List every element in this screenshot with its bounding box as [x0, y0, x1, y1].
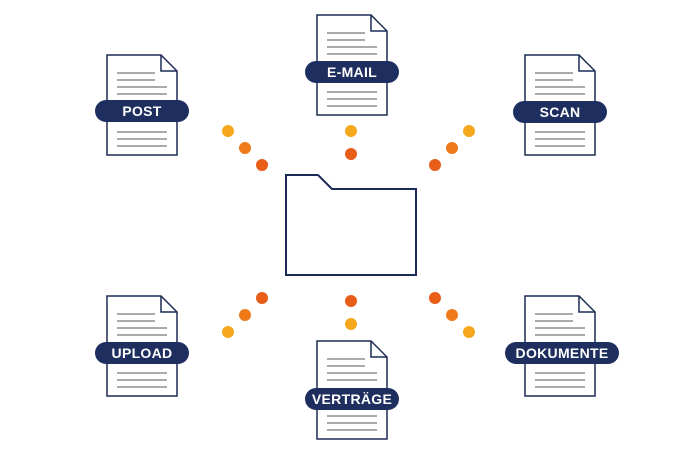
connector-bottom-right: [429, 292, 475, 338]
connector-dot: [429, 292, 441, 304]
source-vertraege: VERTRÄGE: [305, 340, 399, 440]
connector-dot: [345, 295, 357, 307]
label-pill-vertraege: VERTRÄGE: [305, 388, 399, 410]
connector-dot: [256, 159, 268, 171]
connector-top: [345, 125, 357, 160]
connector-dot: [345, 125, 357, 137]
connector-dot: [446, 309, 458, 321]
source-email: E-MAIL: [305, 14, 399, 116]
connector-dot: [239, 142, 251, 154]
connector-bottom-left: [222, 292, 268, 338]
connector-dot: [463, 125, 475, 137]
connector-dot: [345, 318, 357, 330]
label-email: E-MAIL: [327, 64, 377, 80]
connector-top-right: [429, 125, 475, 171]
label-scan: SCAN: [540, 104, 581, 120]
label-pill-upload: UPLOAD: [95, 342, 189, 364]
label-pill-dokumente: DOKUMENTE: [505, 342, 619, 364]
label-pill-email: E-MAIL: [305, 61, 399, 83]
connector-dot: [222, 125, 234, 137]
connector-dot: [239, 309, 251, 321]
source-post: POST: [95, 54, 189, 156]
connector-dot: [429, 159, 441, 171]
label-dokumente: DOKUMENTE: [516, 345, 609, 361]
connector-bottom: [345, 295, 357, 330]
connector-dot: [463, 326, 475, 338]
label-vertraege: VERTRÄGE: [312, 391, 392, 407]
connector-dot: [256, 292, 268, 304]
label-post: POST: [122, 103, 161, 119]
source-dokumente: DOKUMENTE: [505, 295, 619, 397]
connector-dot: [345, 148, 357, 160]
label-upload: UPLOAD: [112, 345, 173, 361]
folder-icon: [285, 174, 417, 276]
source-upload: UPLOAD: [95, 295, 189, 397]
source-scan: SCAN: [513, 54, 607, 156]
connector-top-left: [222, 125, 268, 171]
connector-dot: [222, 326, 234, 338]
connector-dot: [446, 142, 458, 154]
label-pill-post: POST: [95, 100, 189, 122]
label-pill-scan: SCAN: [513, 101, 607, 123]
